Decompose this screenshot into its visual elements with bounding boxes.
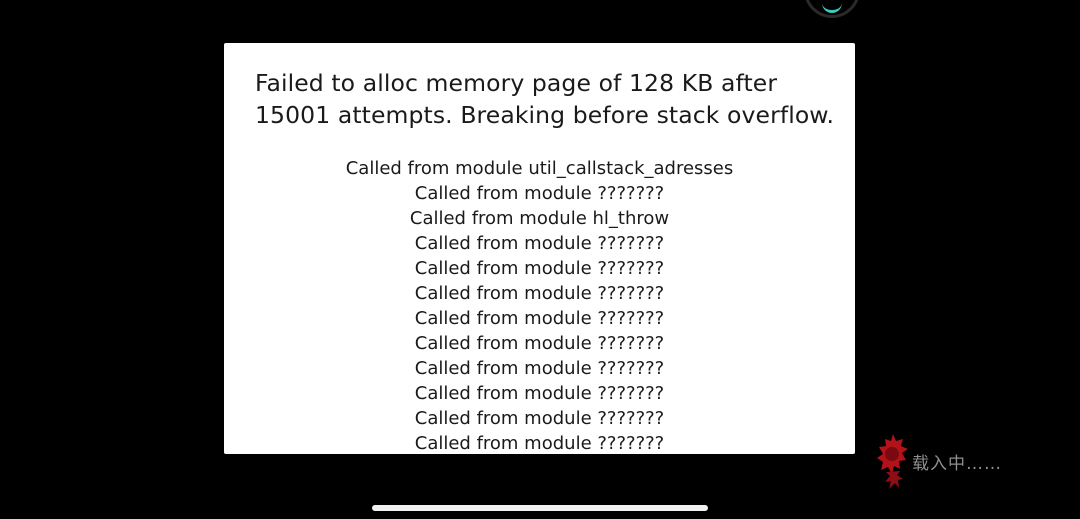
error-title: Failed to alloc memory page of 128 KB af… — [255, 67, 835, 131]
top-status-arc-icon — [822, 2, 842, 13]
callstack-list: Called from module util_callstack_adress… — [224, 156, 855, 454]
loading-indicator: 载入中…… — [876, 432, 1036, 492]
home-indicator-bar[interactable] — [372, 505, 708, 511]
callstack-line: Called from module ??????? — [414, 283, 665, 304]
callstack-line: Called from module ??????? — [414, 408, 665, 429]
error-title-line-2: 15001 attempts. Breaking before stack ov… — [255, 101, 835, 129]
loading-text: 载入中…… — [912, 454, 1002, 474]
callstack-line: Called from module ??????? — [414, 233, 665, 254]
callstack-line: Called from module ??????? — [414, 358, 665, 379]
error-dialog: Failed to alloc memory page of 128 KB af… — [224, 43, 855, 454]
callstack-line: Called from module ??????? — [414, 258, 665, 279]
callstack-line: Called from module ??????? — [414, 308, 665, 329]
error-title-line-1: Failed to alloc memory page of 128 KB af… — [255, 69, 778, 97]
callstack-line: Called from module ??????? — [414, 333, 665, 354]
callstack-line: Called from module util_callstack_adress… — [345, 158, 734, 179]
callstack-line: Called from module ??????? — [414, 433, 665, 454]
callstack-line: Called from module hl_throw — [409, 208, 670, 229]
callstack-line: Called from module ??????? — [414, 183, 665, 204]
callstack-line: Called from module ??????? — [414, 383, 665, 404]
red-spiky-logo-icon — [877, 434, 908, 489]
